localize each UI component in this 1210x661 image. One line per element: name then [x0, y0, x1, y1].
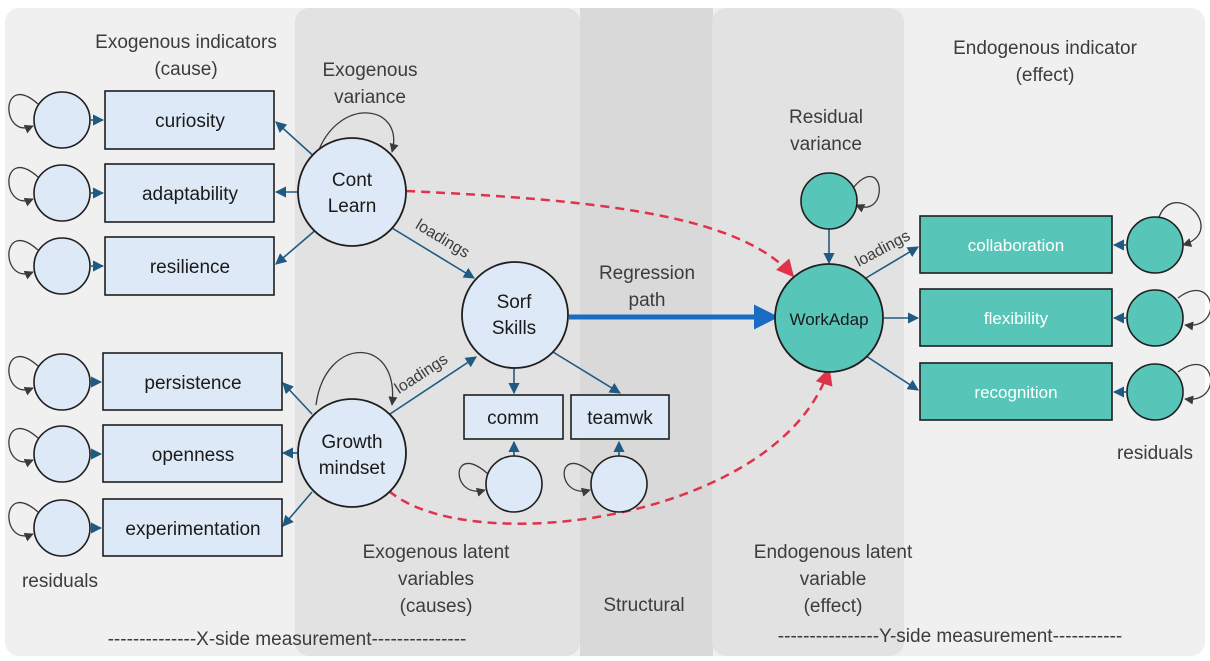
structural-region	[580, 8, 713, 656]
variance-loop-residual-6	[8, 502, 39, 542]
left-residuals	[33, 91, 91, 557]
variance-loops	[8, 94, 1210, 542]
residual-circle-flexibility	[1126, 289, 1184, 347]
latent-growth-mindset	[297, 398, 407, 508]
annotation-regression-path-1: Regression	[599, 263, 695, 284]
indicator-label-adaptability: adaptability	[142, 184, 239, 205]
residual-circle-curiosity	[33, 91, 91, 149]
indicator-label-resilience: resilience	[150, 257, 230, 278]
latent-label-sorf-2: Skills	[492, 318, 536, 339]
indicator-box-comm	[463, 394, 564, 440]
indicator-label-comm: comm	[487, 408, 539, 429]
annotation-exo-latent-2: variables	[398, 569, 474, 590]
residual-circle-collaboration	[1126, 216, 1184, 274]
annotation-endo-indicator-1: Endogenous indicator	[953, 38, 1137, 59]
annotation-regression-path-2: path	[629, 290, 666, 311]
residual-circle-experimentation	[33, 499, 91, 557]
region-label-y-side: ----------------Y-side measurement------…	[778, 626, 1122, 647]
indicator-box-experimentation	[102, 498, 283, 557]
variance-loop-comm-residual	[458, 462, 489, 497]
variance-loop-contlearn	[317, 112, 399, 153]
indicator-box-openness	[102, 424, 283, 483]
edges	[90, 114, 1126, 534]
latent-label-growth-1: Growth	[321, 432, 382, 453]
annotation-exo-variance-1: Exogenous	[322, 60, 417, 81]
region-label-x-side: --------------X-side measurement--------…	[108, 629, 467, 650]
indicator-box-adaptability	[104, 163, 275, 223]
indicator-label-collaboration: collaboration	[968, 236, 1064, 255]
indicator-label-flexibility: flexibility	[984, 309, 1049, 328]
latent-label-cont-learn-2: Learn	[328, 196, 377, 217]
latent-label-growth-2: mindset	[319, 458, 386, 479]
variance-loop-residual-flexibility	[1177, 290, 1210, 331]
annotation-endo-latent-2: variable	[800, 569, 867, 590]
variance-loop-residual-collaboration	[1157, 202, 1202, 247]
indicator-label-teamwk: teamwk	[587, 408, 653, 429]
annotation-residual-variance-1: Residual	[789, 107, 863, 128]
indicator-label-openness: openness	[152, 445, 234, 466]
edge-growth-persistence	[282, 382, 313, 415]
annotation-exo-indicators-2: (cause)	[154, 59, 217, 80]
annotation-exo-variance-2: variance	[334, 87, 406, 108]
annotation-exo-indicators-1: Exogenous indicators	[95, 32, 277, 53]
residual-circle-comm	[485, 455, 543, 513]
indicator-box-teamwk	[570, 394, 670, 440]
indicator-label-recognition: recognition	[974, 383, 1057, 402]
variance-loop-teamwk-residual	[563, 462, 594, 497]
variance-loop-residual-2	[8, 167, 39, 207]
exogenous-indicator-boxes	[102, 90, 283, 557]
indicator-label-experimentation: experimentation	[125, 519, 260, 540]
latent-label-workadap: WorkAdap	[789, 310, 868, 329]
indicator-box-collaboration	[919, 215, 1113, 274]
edge-contlearn-curiosity	[275, 121, 319, 161]
indicator-box-persistence	[102, 352, 283, 411]
edge-contlearn-resilience	[275, 227, 319, 265]
annotation-exo-latent-3: (causes)	[400, 596, 473, 617]
annotation-endo-indicator-2: (effect)	[1016, 65, 1075, 86]
variance-loop-residual-1	[8, 94, 39, 134]
residual-circle-recognition	[1126, 363, 1184, 421]
variance-loop-residual-5	[8, 428, 39, 468]
indicator-box-recognition	[919, 362, 1113, 421]
residual-circle-openness	[33, 425, 91, 483]
right-residuals	[1126, 216, 1184, 421]
indicator-label-persistence: persistence	[144, 373, 241, 394]
edge-workadap-recognition	[865, 355, 919, 391]
annotation-endo-latent-1: Endogenous latent	[754, 542, 913, 563]
endogenous-indicator-boxes	[919, 215, 1113, 421]
indicator-label-curiosity: curiosity	[155, 111, 225, 132]
variance-loop-residual-4	[8, 356, 39, 396]
residual-circle-resilience	[33, 237, 91, 295]
indicator-box-flexibility	[919, 288, 1113, 347]
variance-loop-residual-recognition	[1177, 364, 1210, 405]
indicator-box-resilience	[104, 236, 275, 296]
variance-loop-workadap-residual	[852, 175, 880, 213]
annotation-endo-latent-3: (effect)	[804, 596, 863, 617]
edge-contlearn-sorf	[391, 227, 475, 279]
edge-growth-experimentation	[282, 491, 313, 527]
direct-path-contlearn-workadap	[405, 189, 795, 278]
latent-sorf-skills	[461, 261, 569, 369]
residual-circle-adaptability	[33, 164, 91, 222]
latent-label-cont-learn-1: Cont	[332, 170, 373, 191]
indicator-box-curiosity	[104, 90, 275, 150]
direct-path-growth-workadap	[388, 367, 833, 525]
residual-circle-teamwk	[590, 455, 648, 513]
annotation-residuals-left: residuals	[22, 571, 98, 592]
edge-sorf-teamwk	[552, 351, 621, 394]
annotation-residuals-right: residuals	[1117, 443, 1193, 464]
latent-cont-learn	[297, 137, 407, 247]
variance-loop-growth	[315, 352, 398, 406]
latent-label-sorf-1: Sorf	[497, 292, 533, 313]
edge-workadap-collaboration	[865, 246, 919, 279]
variance-loop-residual-3	[8, 240, 39, 280]
annotation-residual-variance-2: variance	[790, 134, 862, 155]
residual-circle-persistence	[33, 353, 91, 411]
region-label-structural: Structural	[603, 595, 684, 616]
edge-growth-sorf	[389, 356, 477, 415]
annotation-exo-latent-1: Exogenous latent	[363, 542, 511, 563]
residual-circle-workadap	[800, 172, 858, 230]
latent-workadap	[774, 263, 884, 373]
